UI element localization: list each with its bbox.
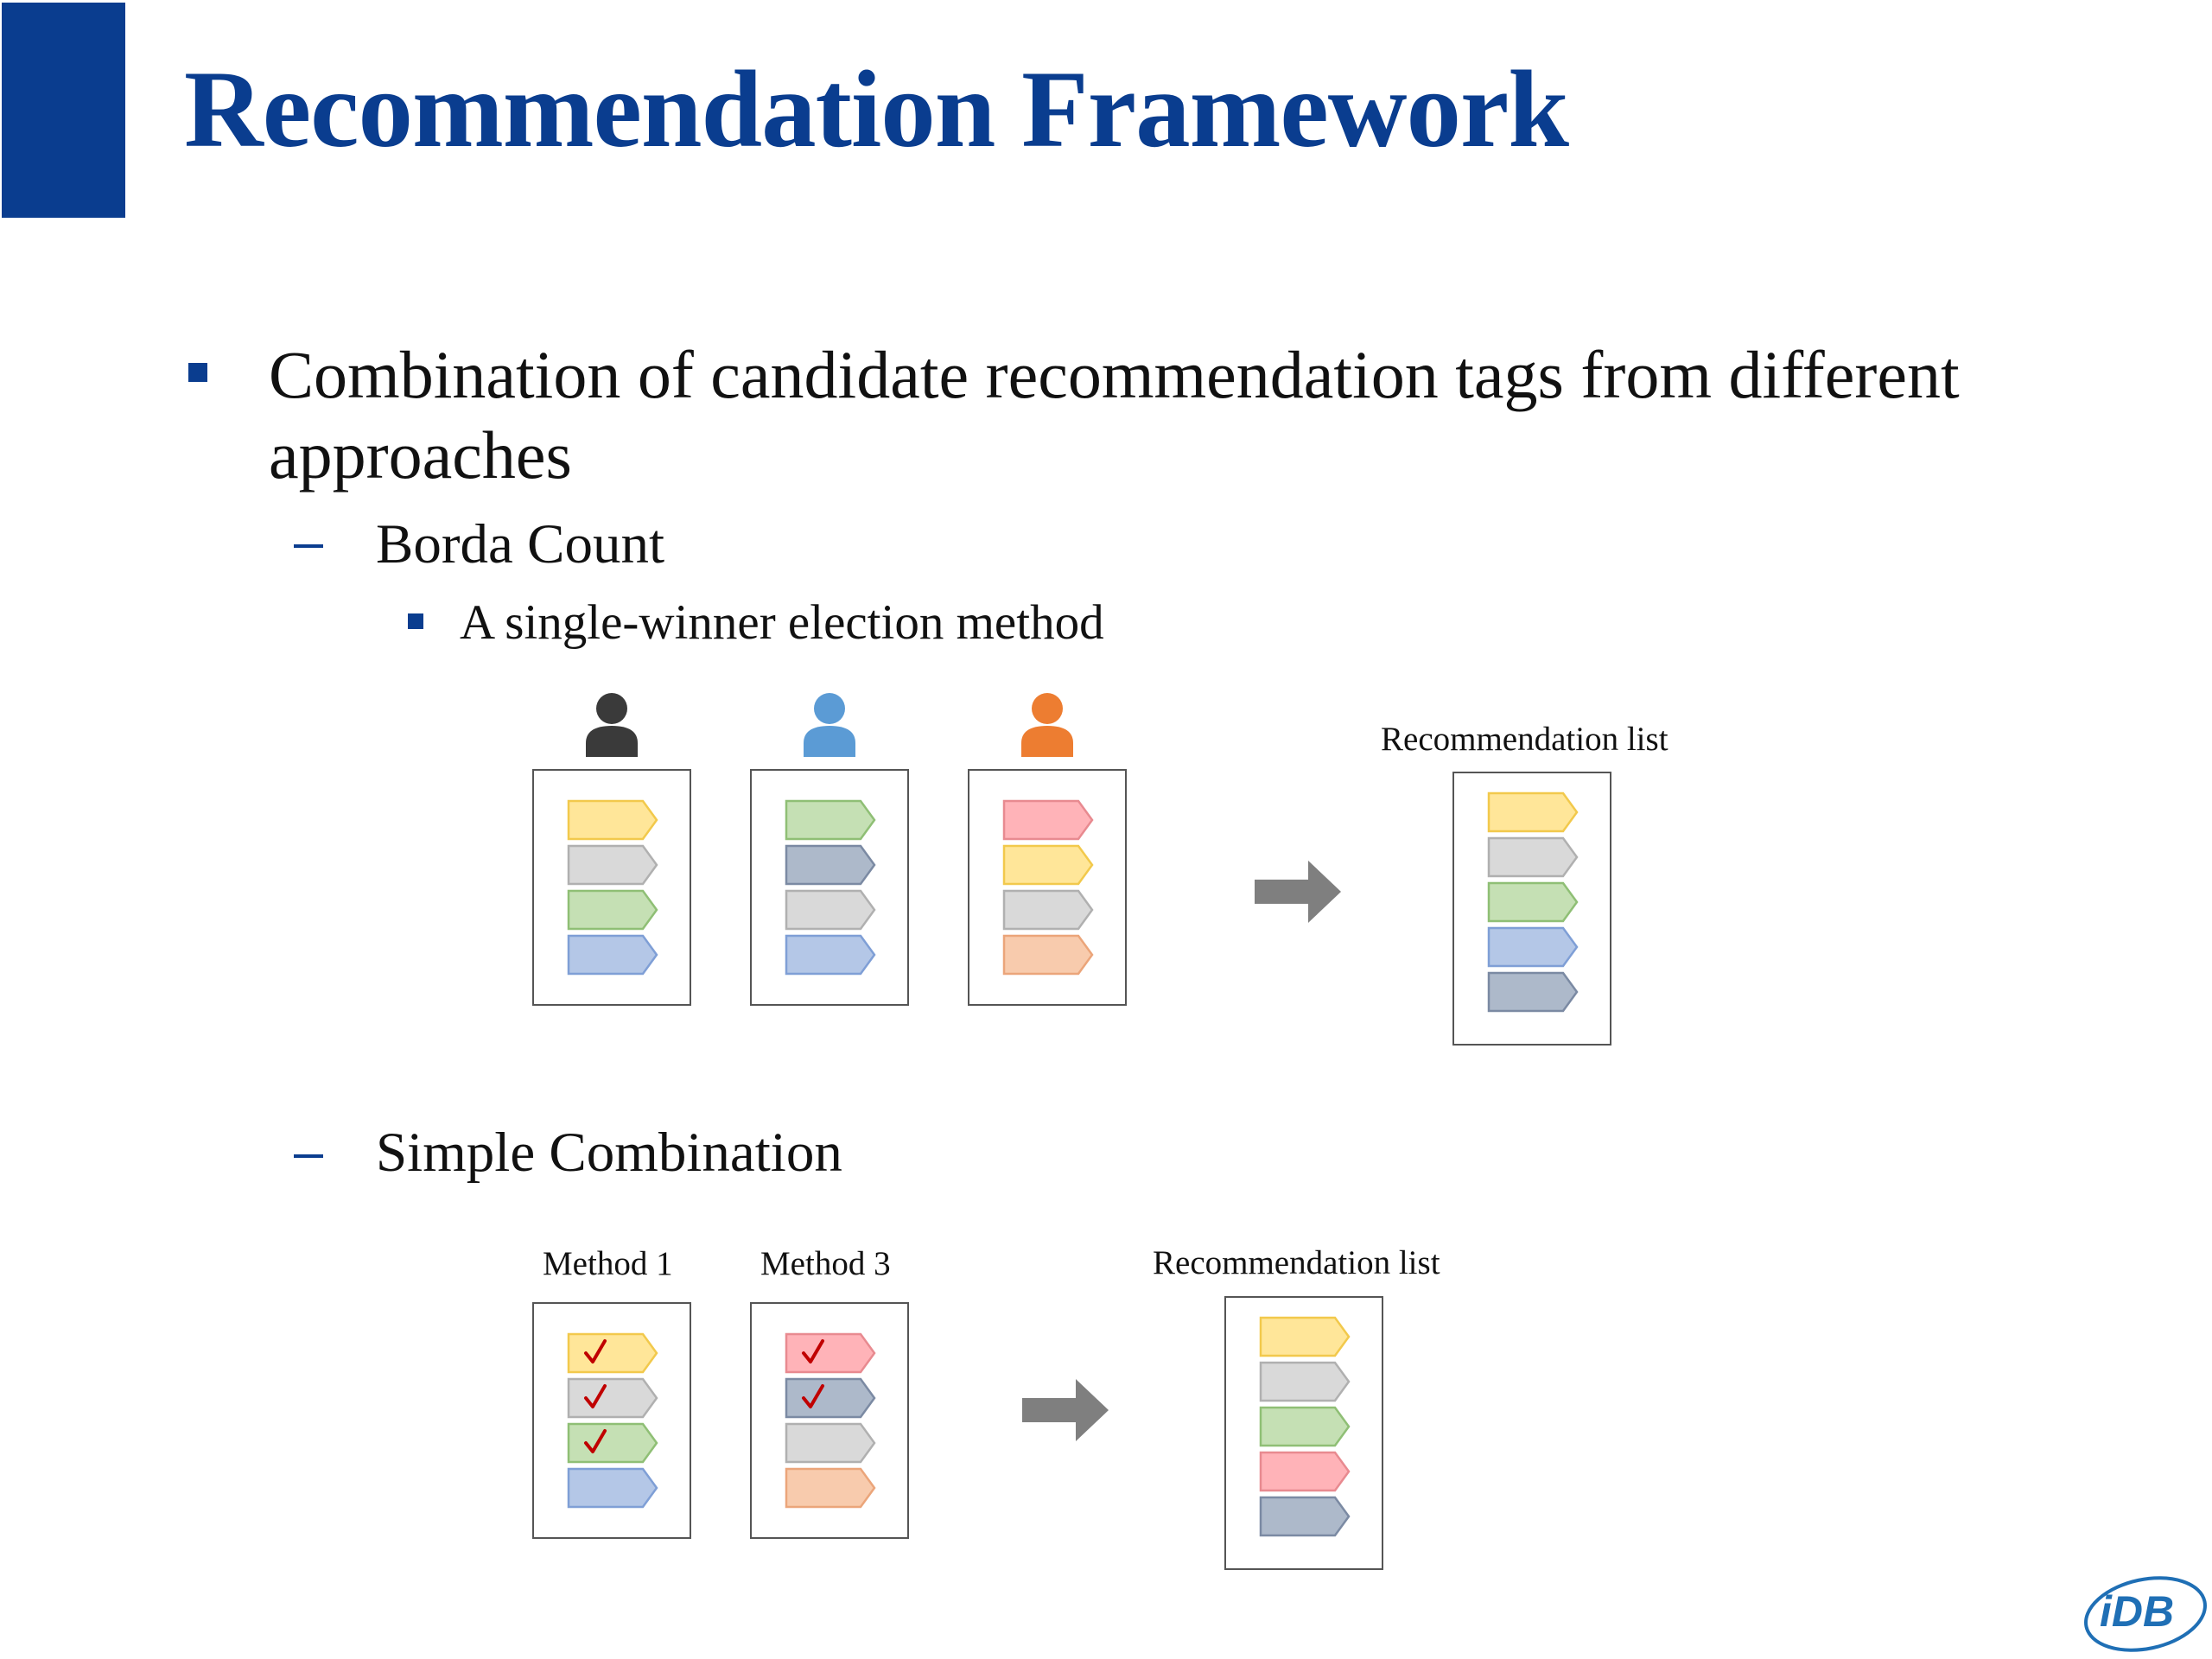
bullet-simple-combination: Simple Combination	[376, 1122, 842, 1184]
tag-slate	[1487, 971, 1579, 1013]
tag-green	[567, 889, 658, 931]
tag-gray	[785, 889, 876, 931]
svg-text:iDB: iDB	[2100, 1587, 2174, 1636]
tag-gray	[1002, 889, 1094, 931]
person-icon	[582, 691, 642, 757]
tag-gray	[567, 844, 658, 886]
tag-green	[785, 799, 876, 841]
right-arrow-icon	[1255, 861, 1341, 923]
tag-green	[1487, 881, 1579, 923]
dash-icon	[294, 544, 323, 548]
tag-yellow	[1259, 1316, 1351, 1357]
borda-recommendation-list	[1452, 772, 1611, 1046]
bullet-main-line2: approaches	[269, 417, 572, 493]
tag-blue	[567, 934, 658, 976]
simple-result-caption: Recommendation list	[1153, 1244, 1440, 1281]
checkmark-icon	[584, 1384, 607, 1408]
bullet-borda-count: Borda Count	[376, 513, 665, 575]
bullet-main-line1: Combination of candidate recommendation …	[269, 337, 1960, 412]
method-label: Method 3	[760, 1245, 891, 1282]
tag-pink	[1259, 1451, 1351, 1492]
method-label: Method 1	[543, 1245, 673, 1282]
voter-ranking-card	[968, 769, 1127, 1006]
simple-recommendation-list	[1224, 1296, 1383, 1570]
checkmark-icon	[584, 1339, 607, 1363]
tag-yellow	[1487, 791, 1579, 833]
tag-gray	[1487, 836, 1579, 878]
bullet-borda-detail: A single-winner election method	[460, 595, 1104, 650]
tag-gray	[567, 1377, 658, 1419]
tag-slate	[1259, 1496, 1351, 1537]
checkmark-icon	[802, 1384, 824, 1408]
tag-pink	[785, 1332, 876, 1374]
tag-blue	[1487, 926, 1579, 968]
voter-ranking-card	[750, 769, 909, 1006]
checkmark-icon	[802, 1339, 824, 1363]
tag-yellow	[1002, 844, 1094, 886]
tag-slate	[785, 844, 876, 886]
person-icon	[1017, 691, 1077, 757]
voter-ranking-card	[532, 769, 691, 1006]
method-ranking-card	[532, 1302, 691, 1539]
tag-green	[567, 1422, 658, 1464]
tag-green	[1259, 1406, 1351, 1447]
person-icon	[799, 691, 860, 757]
checkmark-icon	[584, 1429, 607, 1453]
tag-blue	[785, 934, 876, 976]
bullet-square-icon	[408, 613, 423, 629]
idb-logo: iDB	[2081, 1571, 2210, 1656]
method-ranking-card	[750, 1302, 909, 1539]
tag-yellow	[567, 1332, 658, 1374]
borda-result-caption: Recommendation list	[1381, 721, 1669, 758]
tag-blue	[567, 1467, 658, 1509]
tag-orange	[785, 1467, 876, 1509]
title-accent-block	[2, 3, 125, 218]
bullet-square-icon	[188, 363, 207, 382]
tag-slate	[785, 1377, 876, 1419]
tag-pink	[1002, 799, 1094, 841]
tag-orange	[1002, 934, 1094, 976]
page-title: Recommendation Framework	[184, 49, 1569, 170]
right-arrow-icon	[1022, 1379, 1109, 1441]
dash-icon	[294, 1154, 323, 1158]
tag-yellow	[567, 799, 658, 841]
tag-gray	[785, 1422, 876, 1464]
tag-gray	[1259, 1361, 1351, 1402]
